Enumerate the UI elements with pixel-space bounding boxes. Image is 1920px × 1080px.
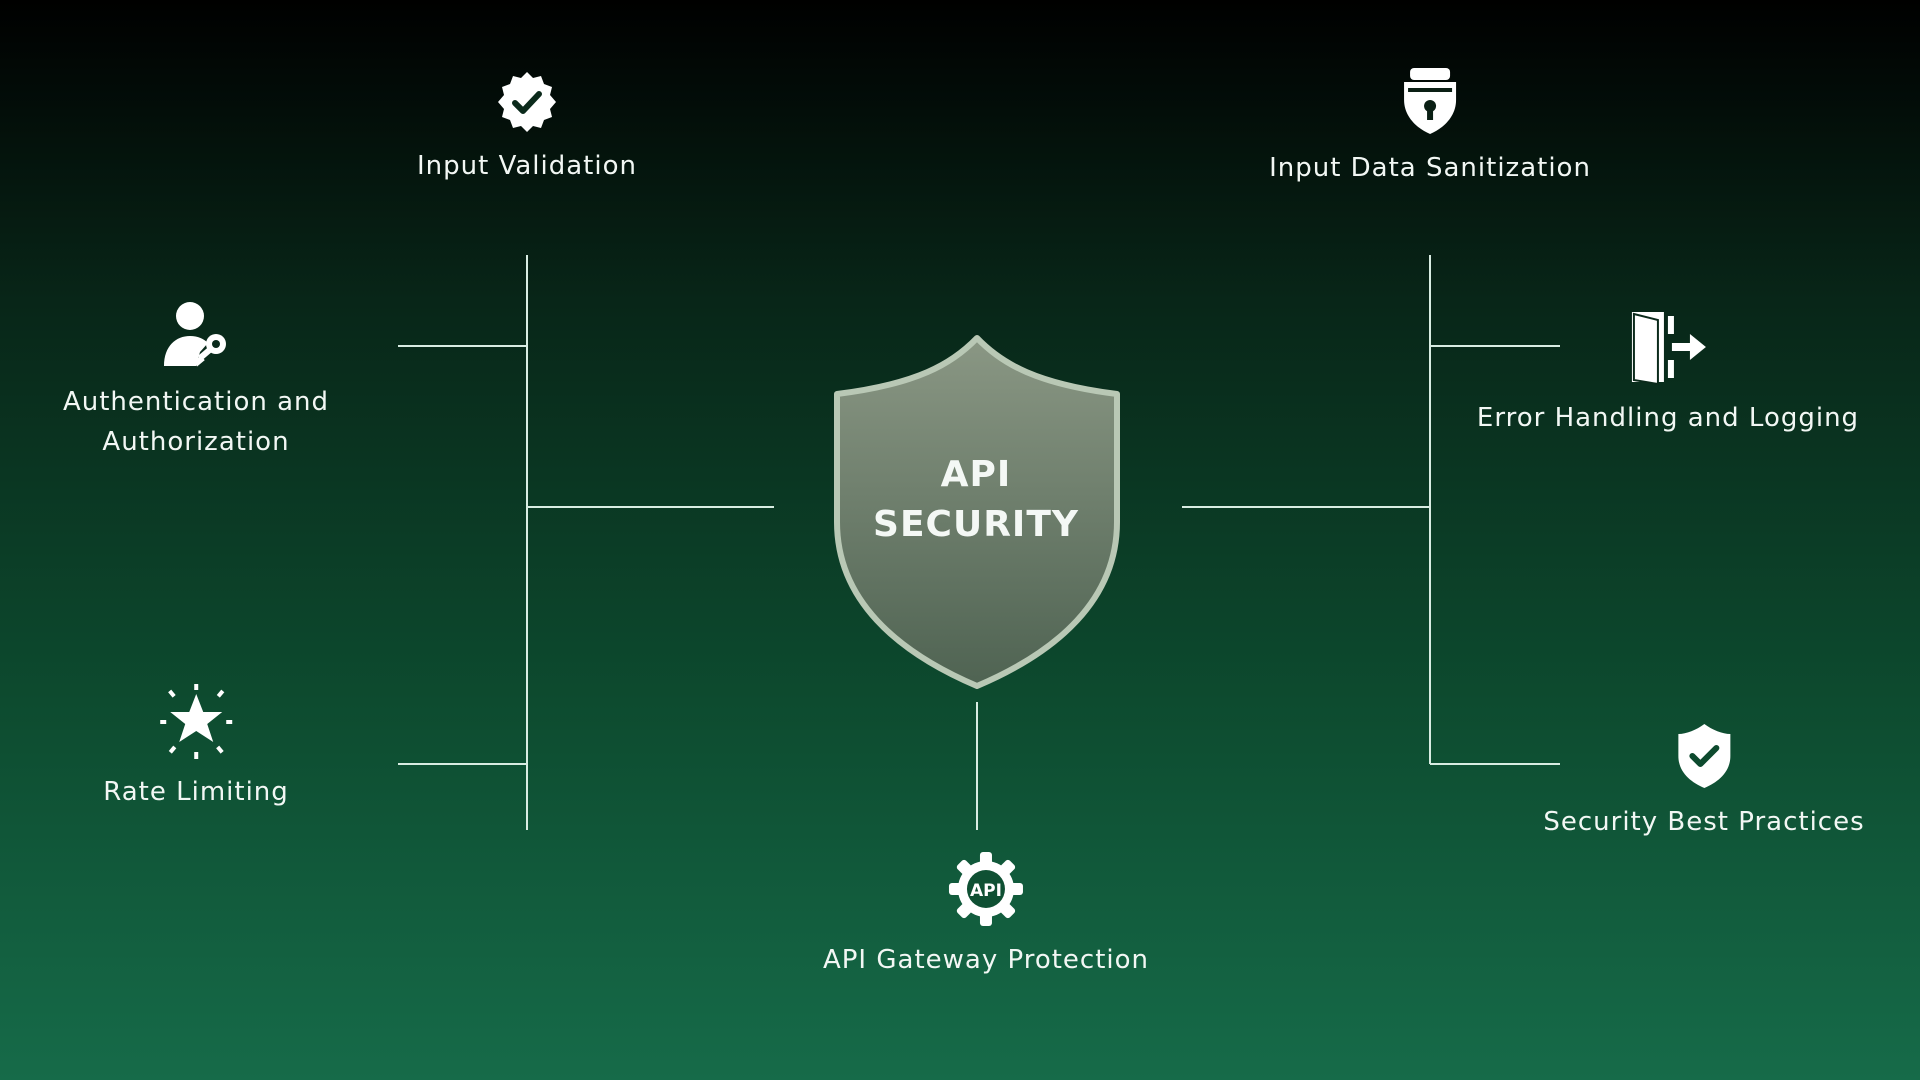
- security-best-practices-label: Security Best Practices: [1543, 807, 1865, 837]
- node-input-data-sanitization: Input Data Sanitization: [1269, 66, 1591, 188]
- logout-door-icon: [1631, 312, 1706, 386]
- user-key-icon: [164, 302, 226, 367]
- node-error-handling: Error Handling and Logging: [1477, 308, 1859, 438]
- center-title: API SECURITY: [873, 450, 1079, 550]
- center-title-line2: SECURITY: [873, 504, 1079, 545]
- star-burst-icon: [159, 684, 232, 759]
- api-security-shield: [834, 335, 1120, 689]
- api-gateway-label: API Gateway Protection: [822, 945, 1150, 975]
- shield-check-icon: [1677, 724, 1730, 788]
- input-data-sanitization-label: Input Data Sanitization: [1269, 153, 1591, 183]
- node-input-validation: Input Validation: [417, 70, 637, 186]
- center-title-line1: API: [940, 454, 1012, 495]
- input-validation-label: Input Validation: [417, 151, 637, 181]
- sanitization-shield-icon: [1404, 68, 1456, 134]
- error-handling-label: Error Handling and Logging: [1476, 403, 1860, 433]
- node-authentication: Authentication and Authorization: [36, 300, 356, 462]
- node-api-gateway: API API Gateway Protection: [823, 850, 1149, 980]
- authentication-label: Authentication and Authorization: [62, 387, 330, 457]
- node-security-best-practices: Security Best Practices: [1543, 722, 1864, 842]
- node-rate-limiting: Rate Limiting: [103, 684, 289, 812]
- api-gear-icon: API: [949, 852, 1023, 926]
- svg-text:API: API: [970, 881, 1002, 901]
- badge-check-icon: [497, 72, 556, 132]
- rate-limiting-label: Rate Limiting: [103, 777, 289, 807]
